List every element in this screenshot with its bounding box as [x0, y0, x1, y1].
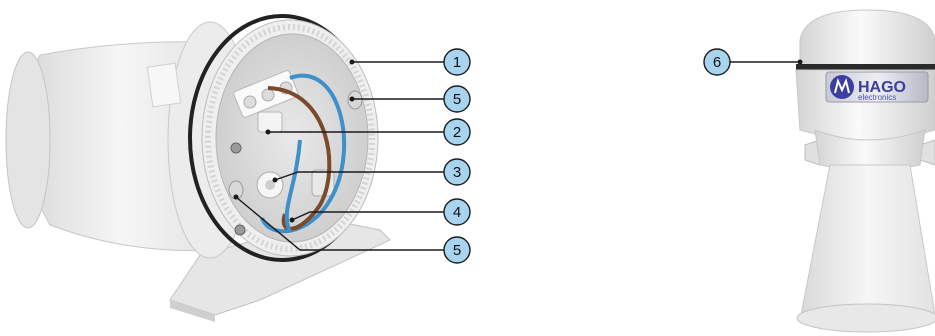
brand-sub: electronics [858, 93, 896, 102]
horn-mouth [6, 52, 50, 228]
callout-6-label: 6 [713, 54, 721, 71]
brand-badge: HAGO electronics [826, 72, 928, 102]
product-label [147, 63, 180, 107]
callout-5-upper-label: 5 [453, 91, 461, 108]
callout-5-upper: 5 [444, 86, 470, 112]
callout-3-label: 3 [453, 164, 461, 181]
callout-6: 6 [704, 49, 730, 75]
callout-1: 1 [444, 49, 470, 75]
callout-5-lower-label: 5 [453, 242, 461, 259]
screw-upper [231, 143, 241, 153]
open-siren-device [6, 16, 390, 322]
callout-2-label: 2 [453, 124, 461, 141]
callout-3: 3 [444, 159, 470, 185]
front-horn [800, 165, 935, 320]
screw-lower [235, 225, 245, 235]
front-horn-mouth [797, 304, 935, 332]
callout-5-lower: 5 [444, 237, 470, 263]
closed-siren-device: HAGO electronics [796, 10, 935, 332]
callout-4: 4 [444, 199, 470, 225]
callout-2: 2 [444, 119, 470, 145]
callout-4-label: 4 [453, 204, 461, 221]
brand-logo-icon [830, 75, 854, 99]
callout-1-label: 1 [453, 54, 461, 71]
